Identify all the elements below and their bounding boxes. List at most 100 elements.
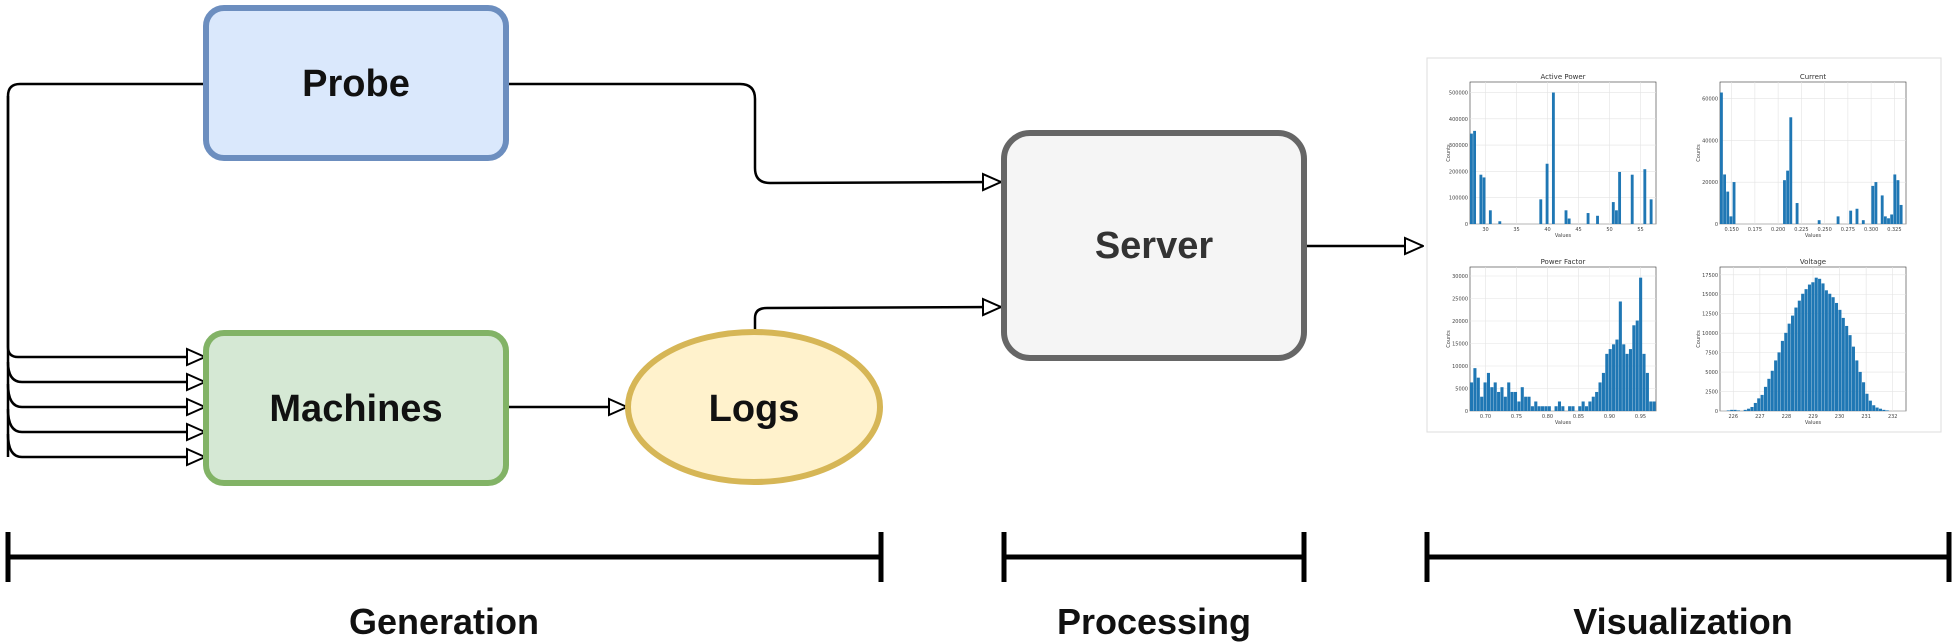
histogram-bar [1817, 220, 1821, 224]
x-tick-label: 0.250 [1817, 227, 1831, 233]
processing-label: Processing [1057, 601, 1251, 642]
histogram-bar [1871, 185, 1875, 224]
histogram-bar [1530, 406, 1534, 411]
histogram-bar [1760, 394, 1764, 411]
generation-label: Generation [349, 601, 539, 642]
histogram-bar [1605, 353, 1609, 411]
histogram-bar [1503, 396, 1507, 411]
y-tick-label: 5000 [1455, 387, 1468, 393]
histogram-bar [1770, 370, 1774, 411]
x-tick-label: 35 [1513, 227, 1519, 233]
histogram-bar [1851, 346, 1855, 411]
y-tick-label: 200000 [1449, 169, 1468, 175]
x-tick-label: 0.225 [1794, 227, 1808, 233]
y-tick-label: 10000 [1452, 364, 1468, 370]
histogram-bar [1479, 174, 1483, 224]
processing-bracket [1001, 532, 1307, 582]
histogram-bar [1726, 191, 1730, 224]
probe-box [203, 5, 509, 161]
machines-box [203, 330, 509, 486]
histogram-bar [1899, 204, 1903, 224]
x-tick-label: 0.325 [1887, 227, 1901, 233]
probe-node: Probe [203, 5, 509, 161]
x-tick-label: 230 [1835, 414, 1845, 420]
histogram-bar [1551, 92, 1555, 224]
histogram-bar [1561, 406, 1565, 411]
histogram-bar [1893, 174, 1897, 224]
histogram-bar [1767, 378, 1771, 411]
histogram-bar [1480, 396, 1484, 411]
y-axis-label: Counts [1446, 330, 1452, 348]
histogram-bar [1618, 171, 1622, 224]
histogram-bar [1807, 284, 1812, 411]
server-node: Server [1001, 130, 1307, 361]
histogram-bar [1862, 382, 1866, 411]
histogram-bar [1841, 317, 1845, 411]
histogram-bar [1586, 213, 1590, 224]
histogram-bar [1865, 393, 1869, 411]
histogram-bar [1635, 320, 1639, 411]
x-tick-label: 40 [1544, 227, 1550, 233]
histogram-bar [1896, 180, 1900, 224]
x-tick-label: 0.95 [1635, 414, 1646, 420]
histogram-bar [1537, 406, 1541, 411]
y-tick-label: 7500 [1705, 351, 1718, 357]
x-tick-label: 232 [1888, 414, 1898, 420]
histogram-bar [1828, 293, 1832, 411]
plot-area [1469, 81, 1657, 225]
histogram-bar [1883, 216, 1887, 224]
histogram-bar [1845, 325, 1849, 411]
histogram-bar [1557, 401, 1562, 411]
histogram-bar [1473, 368, 1477, 411]
y-tick-label: 2500 [1705, 390, 1718, 396]
histogram-bar [1632, 325, 1636, 411]
histogram-bar [1642, 353, 1646, 411]
chart-title: Active Power [1540, 73, 1585, 81]
x-tick-label: 229 [1808, 414, 1818, 420]
histogram-bar [1652, 401, 1656, 411]
y-tick-label: 300000 [1449, 143, 1468, 149]
histogram-bar [1783, 180, 1786, 224]
logs-ellipse [625, 329, 883, 485]
histogram-bar [1520, 387, 1524, 411]
histogram-bar [1831, 297, 1835, 411]
logs-label: Logs [709, 388, 800, 430]
x-axis-label: Values [1555, 420, 1572, 426]
histogram-bar [1780, 340, 1784, 411]
generation-bracket [5, 532, 884, 582]
histogram-bar [1486, 372, 1490, 411]
histogram-bar [1838, 309, 1842, 411]
histogram-bar [1824, 290, 1828, 411]
histogram-bar [1588, 401, 1592, 411]
histogram-bar [1874, 182, 1878, 224]
histogram-bar [1868, 400, 1872, 411]
chart-title: Power Factor [1541, 258, 1586, 266]
y-axis-label: Counts [1696, 330, 1702, 348]
histogram-bar [1539, 199, 1543, 224]
histogram-bar [1524, 396, 1528, 411]
x-tick-label: 45 [1575, 227, 1581, 233]
histogram-bar [1797, 300, 1801, 411]
histogram-bar [1622, 344, 1626, 411]
histogram-bar [1571, 406, 1575, 411]
histogram-bar [1774, 360, 1778, 411]
feed-line-to-machines-4 [6, 433, 205, 457]
y-tick-label: 500000 [1449, 91, 1468, 97]
x-tick-label: 227 [1755, 414, 1765, 420]
histogram-bar [1855, 208, 1859, 224]
histogram-bar [1625, 353, 1629, 411]
x-axis-label: Values [1805, 233, 1822, 239]
histogram-bar [1596, 215, 1599, 224]
histogram-bar [1887, 218, 1890, 224]
y-tick-label: 0 [1715, 222, 1718, 228]
feed-line-to-probe [6, 82, 205, 357]
histogram-bar [1578, 406, 1582, 411]
x-tick-label: 0.175 [1748, 227, 1762, 233]
histogram-bar [1834, 302, 1839, 411]
histogram-bar [1591, 396, 1595, 411]
y-axis-label: Counts [1696, 144, 1702, 162]
x-tick-label: 55 [1637, 227, 1643, 233]
histogram-bar [1497, 391, 1501, 411]
